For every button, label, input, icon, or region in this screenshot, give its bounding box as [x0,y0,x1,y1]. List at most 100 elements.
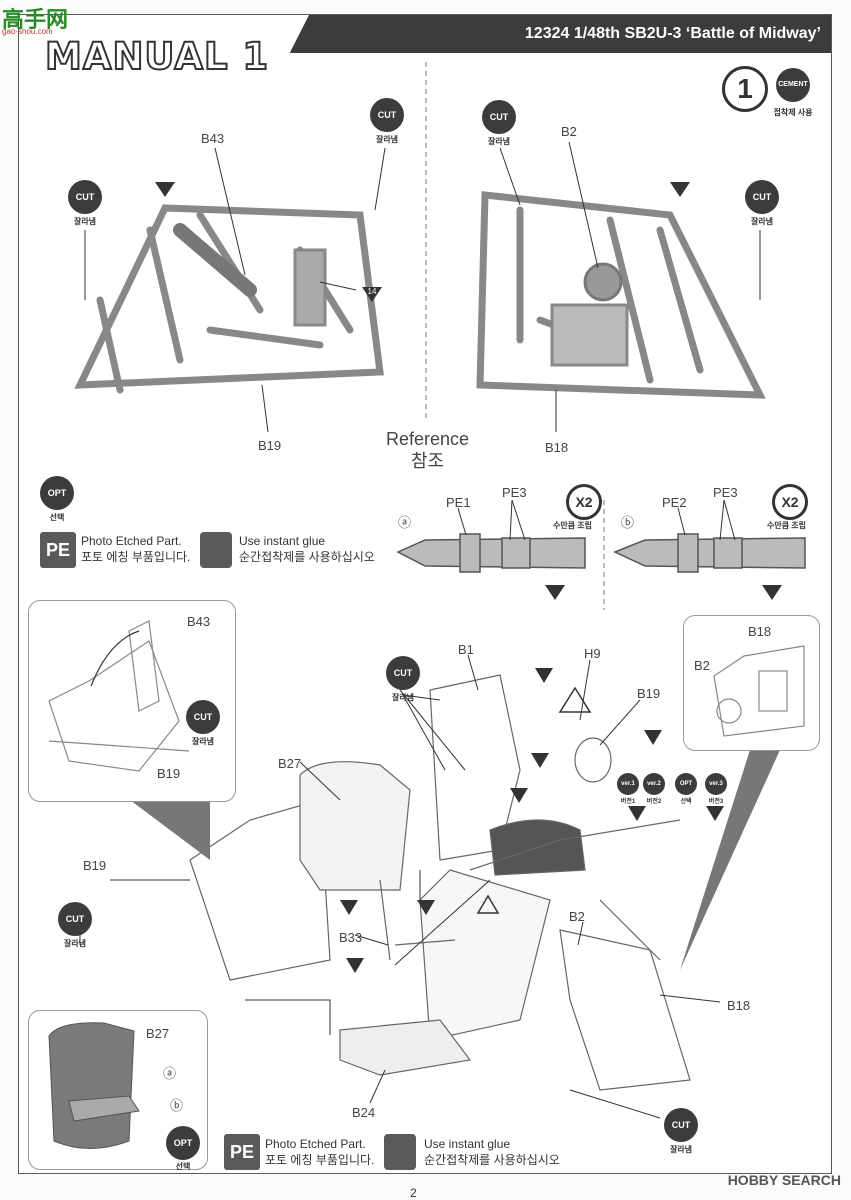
part-label-pe3-a: PE3 [502,485,527,500]
pe-icon-bottom: PE [224,1134,260,1170]
cut-badge-4: CUT [745,180,779,214]
cement-icon: CEMENT [776,68,810,102]
cut-badge-1: CUT [68,180,102,214]
callout-b18-detail [683,615,820,751]
seat-label-a: ⓐ [163,1066,177,1081]
cut-badge-7: CUT [58,902,92,936]
seatbelt-a-icon [396,533,586,573]
part-label-b18: B18 [545,440,569,455]
part-label-h9: H9 [584,646,601,661]
reference-label: Reference 참조 [386,428,469,472]
glue-note-bottom-ko: 순간접착제를 사용하십시오 [424,1153,560,1167]
marker-14: 14 [367,287,377,296]
page-title: MANUAL 1 [44,34,270,79]
part-label-b24: B24 [352,1105,376,1120]
part-label-b27: B27 [278,756,302,771]
cut-sub-8: 잘라냄 [669,1145,693,1154]
cut-sub-6: 잘라냄 [391,693,415,702]
part-label-b2: B2 [561,124,577,139]
glue-bottle-icon-bottom [384,1134,416,1170]
page-number: 2 [410,1186,417,1200]
pe-note-ko: 포토 에칭 부품입니다. [81,550,191,564]
opt-sub-3: 선택 [175,1162,191,1171]
cut-sub-4: 잘라냄 [750,217,774,226]
part-label-b33: B33 [339,930,363,945]
cut-sub-5: 잘라냄 [191,737,215,746]
glue-bottle-icon [200,532,232,568]
part-label-b18-main: B18 [727,998,751,1013]
variant-b-label: ⓑ [621,515,635,530]
opt-badge-3: OPT [166,1126,200,1160]
cement-sub: 접착제 사용 [773,108,813,117]
seat-label-b: ⓑ [170,1098,184,1113]
part-label-pe2: PE2 [662,495,687,510]
cut-badge-5: CUT [186,700,220,734]
page-frame: 12324 1/48th SB2U-3 ‘Battle of Midway’ M… [18,14,832,1174]
version-3-sub: 버전3 [708,799,724,805]
cut-sub-3: 잘라냄 [487,137,511,146]
x2-sub-b: 수만큼 조립 [767,521,807,530]
callout-label-b2: B2 [694,658,710,673]
source-watermark: HOBBY SEARCH [727,1172,841,1188]
callout-label-b18: B18 [748,624,772,639]
pe-icon: PE [40,532,76,568]
part-label-b2-main: B2 [569,909,585,924]
glue-note-en: Use instant glue [239,534,326,548]
seat-drawing-icon [48,1022,140,1149]
part-label-pe3-b: PE3 [713,485,738,500]
pe-note-bottom-ko: 포토 에칭 부품입니다. [265,1153,375,1167]
x2-sub-a: 수만큼 조립 [553,521,593,530]
callout-pointer-right [680,750,780,970]
seatbelt-b-icon [613,533,806,573]
callout-b43-drawing-icon [48,620,190,772]
opt-sub-1: 선택 [49,513,65,522]
part-label-b43: B43 [201,131,225,146]
callout-b18-drawing-icon [713,645,805,737]
version-3-badge: ver.3 [705,773,727,795]
pe-note-en: Photo Etched Part. [81,534,182,548]
cut-badge-6: CUT [386,656,420,690]
callout-seat-detail [28,1010,208,1170]
product-code: 12324 1/48th SB2U-3 ‘Battle of Midway’ [524,25,821,42]
part-label-b19-main: B19 [637,686,661,701]
part-label-b19-left: B19 [83,858,107,873]
glue-note-ko: 순간접착제를 사용하십시오 [239,550,375,564]
version-2-badge: ver.2 [643,773,665,795]
version-1-sub: 버전1 [620,799,636,805]
variant-a-label: ⓐ [398,515,412,530]
glue-note-bottom: Use instant glue 순간접착제를 사용하십시오 [424,1136,560,1168]
pe-note: Photo Etched Part. 포토 에칭 부품입니다. [81,533,190,565]
callout-label-b19: B19 [157,766,181,781]
version-2-sub: 버전2 [646,799,662,805]
callout-pointer-left [130,800,210,860]
glue-note: Use instant glue 순간접착제를 사용하십시오 [239,533,375,565]
cut-sub-2: 잘라냄 [375,135,399,144]
pe-note-bottom: Photo Etched Part. 포토 에칭 부품입니다. [265,1136,374,1168]
cut-badge-3: CUT [482,100,516,134]
pe-note-bottom-en: Photo Etched Part. [265,1137,366,1151]
cut-sub-7: 잘라냄 [63,939,87,948]
version-1-badge: ver.1 [617,773,639,795]
x2-badge-b: X2 [772,484,808,520]
watermark-logo: 高手网 [2,7,69,32]
opt-sub-2: 선택 [680,799,692,805]
sprue-left-icon [74,204,384,394]
part-label-b19: B19 [258,438,282,453]
cut-badge-8: CUT [664,1108,698,1142]
title-panel [19,15,309,95]
step-markers [155,182,782,973]
step-number: 1 [722,66,768,112]
reference-en: Reference [386,429,470,449]
part-label-pe1: PE1 [446,495,471,510]
opt-badge-2: OPT [675,773,697,795]
cut-badge-2: CUT [370,98,404,132]
part-label-b1: B1 [458,642,474,657]
reference-ko: 참조 [410,451,445,471]
glue-note-bottom-en: Use instant glue [424,1137,511,1151]
sprue-right-icon [476,191,766,399]
x2-badge-a: X2 [566,484,602,520]
opt-badge-1: OPT [40,476,74,510]
seat-label-b27: B27 [146,1026,170,1041]
